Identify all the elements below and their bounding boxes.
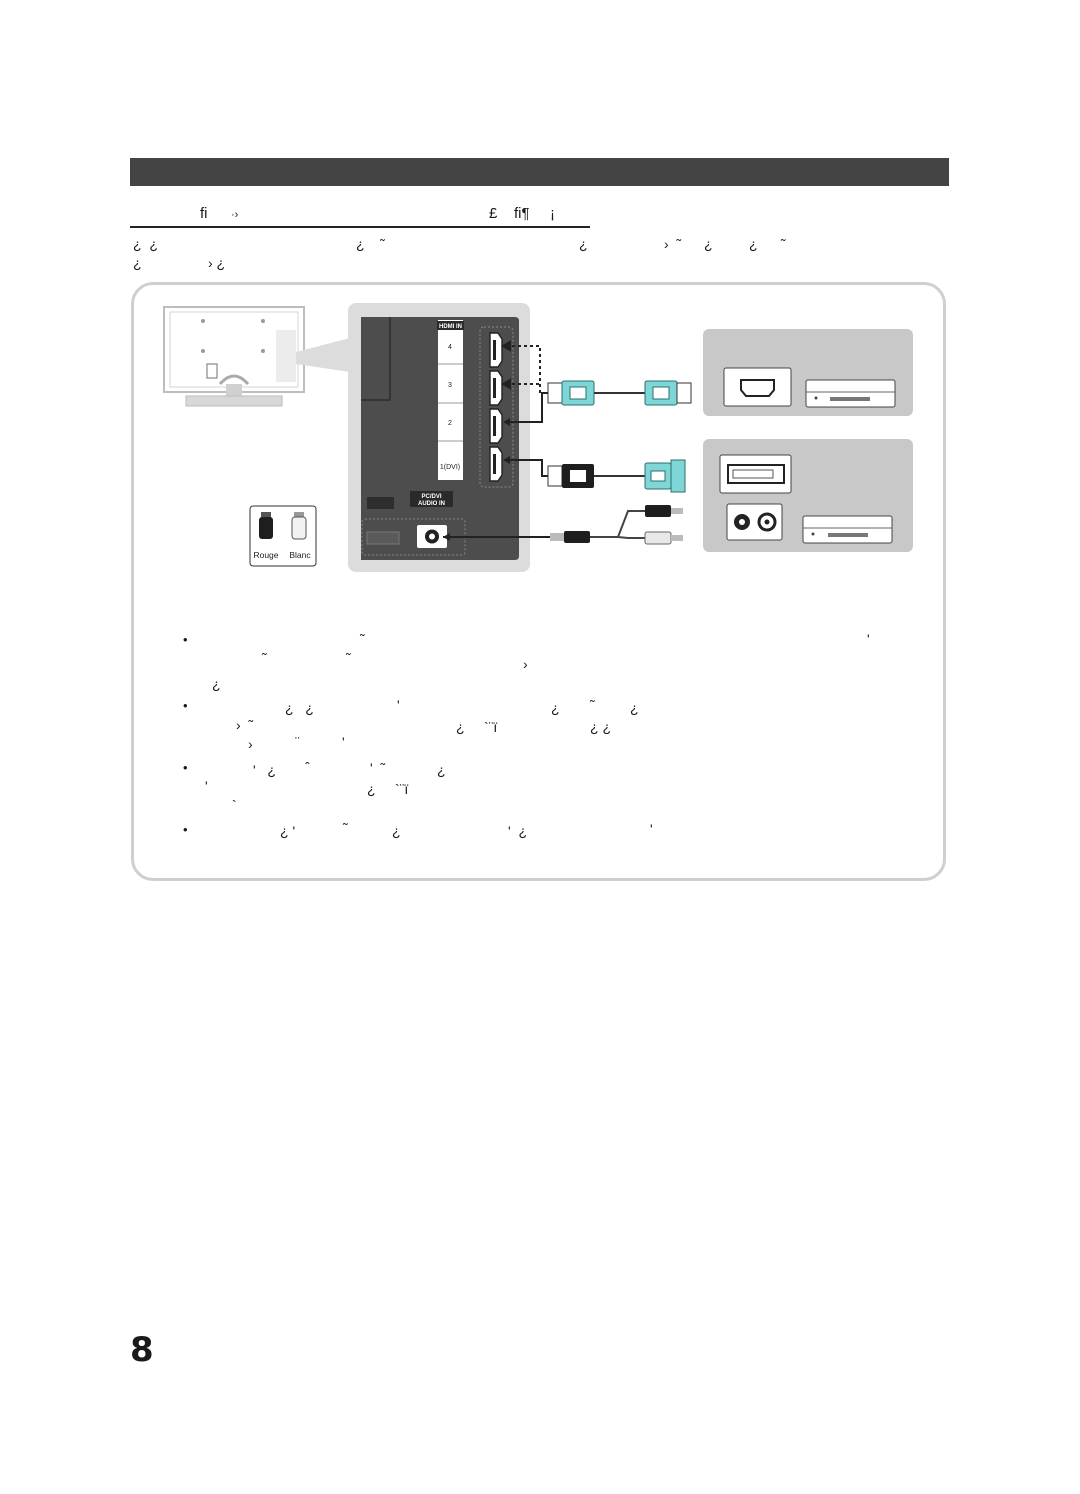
audio-cable xyxy=(443,505,683,545)
section-title-glyph: ·› xyxy=(231,209,239,221)
hdmi-cable xyxy=(503,380,692,426)
note-glyph: ˆ xyxy=(305,759,310,775)
section-underline xyxy=(130,226,590,228)
note-glyph: ' xyxy=(650,821,653,837)
hdmi-port-label: 1(DVI) xyxy=(440,464,460,471)
page-number: 8 xyxy=(130,1330,154,1370)
dvi-device xyxy=(703,439,913,552)
hdmi-in-label: HDMI IN xyxy=(439,324,462,330)
intro-glyph: ¿ xyxy=(133,255,142,271)
bullet: • xyxy=(183,698,188,713)
rca-red-label: Rouge xyxy=(253,550,278,560)
section-title-glyph: ¡ xyxy=(550,205,555,222)
intro-glyph: › ¿ xyxy=(208,255,226,271)
bullet: • xyxy=(183,760,188,775)
note-glyph: ¿ ' xyxy=(280,823,296,839)
section-header-bar xyxy=(130,158,949,186)
note-glyph: ¿ `¨ï xyxy=(456,719,498,735)
intro-glyph: ¿ xyxy=(704,236,713,252)
note-glyph: ' ˜ xyxy=(370,760,386,776)
note-glyph: ' xyxy=(342,734,345,750)
note-glyph: ¿ `¨ï xyxy=(367,781,409,797)
tv-port-panel: HDMI IN 4 3 2 1(DVI) PC/DVI AUDIO IN xyxy=(348,303,530,572)
audio-in-label: AUDIO IN xyxy=(418,501,445,507)
note-glyph: ' xyxy=(205,778,208,794)
note-glyph: ˜ xyxy=(360,631,365,647)
rca-white-label: Blanc xyxy=(289,550,311,560)
hdmi-alternate-connections xyxy=(500,340,541,393)
rca-color-legend: Rouge Blanc xyxy=(249,505,317,567)
hdmi-device xyxy=(703,329,913,416)
bullet: • xyxy=(183,822,188,837)
section-title-glyph: fi xyxy=(200,205,208,222)
section-title-glyph: £ xyxy=(489,205,498,222)
note-glyph: ' xyxy=(867,631,870,647)
note-glyph: ¿ xyxy=(551,700,560,716)
note-glyph: › xyxy=(248,736,253,752)
note-glyph: ˜ xyxy=(262,650,267,666)
note-glyph: ¿ xyxy=(437,762,446,778)
content-panel xyxy=(131,282,946,881)
note-glyph: ¿ ¿ xyxy=(285,700,314,716)
connection-diagram: HDMI IN 4 3 2 1(DVI) PC/DVI AUDIO IN xyxy=(163,303,913,572)
hdmi-port-label: 4 xyxy=(448,344,452,351)
note-glyph: ˜ xyxy=(343,820,348,836)
intro-glyph: ¿ ˜ xyxy=(356,236,385,252)
bullet: • xyxy=(183,632,188,647)
note-glyph: ˜ xyxy=(346,650,351,666)
pc-dvi-label: PC/DVI xyxy=(421,494,441,500)
tv-back-illustration xyxy=(163,306,350,407)
intro-glyph: › ˜ xyxy=(664,236,682,252)
note-glyph: › ˜ xyxy=(236,717,254,733)
section-title-glyph: fi¶ xyxy=(514,205,530,222)
note-glyph: ¿ ¿ xyxy=(590,719,611,735)
note-glyph: ' ¿ xyxy=(253,762,276,778)
note-glyph: ¿ xyxy=(212,676,221,692)
intro-glyph: ¿ ˜ xyxy=(749,236,786,252)
hdmi-port-label: 2 xyxy=(448,420,452,427)
note-glyph: ' xyxy=(397,697,400,713)
intro-glyph: ¿ xyxy=(579,236,588,252)
hdmi-port-label: 3 xyxy=(448,382,452,389)
note-glyph: ˜ xyxy=(590,697,595,713)
note-glyph: ` xyxy=(232,797,237,813)
note-glyph: ' ¿ xyxy=(508,823,528,839)
note-glyph: ¨ xyxy=(295,734,300,750)
intro-glyph: ¿ ¿ xyxy=(133,236,158,252)
hdmi-dvi-cable xyxy=(503,456,686,493)
note-glyph: › xyxy=(523,656,528,672)
note-glyph: ¿ xyxy=(392,823,401,839)
note-glyph: ¿ xyxy=(630,700,639,716)
